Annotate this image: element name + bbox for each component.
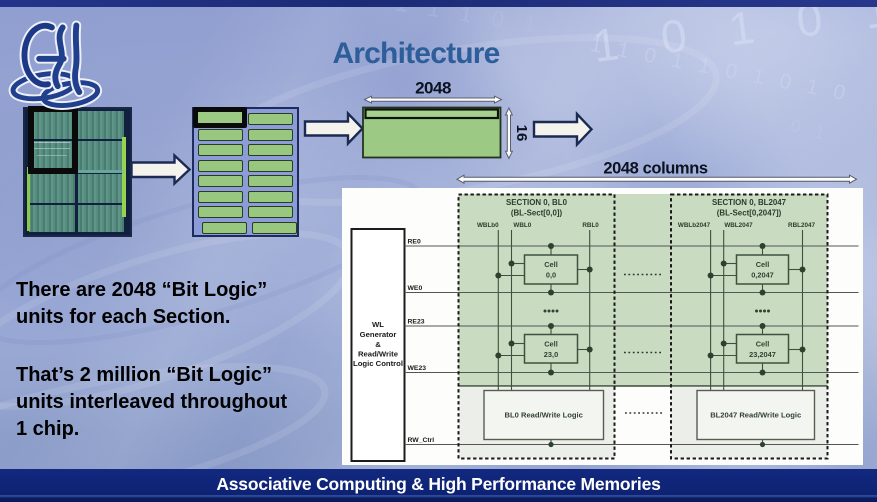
svg-text:(BL-Sect[0,2047]): (BL-Sect[0,2047])	[717, 209, 782, 218]
svg-text:SECTION 0, BL0: SECTION 0, BL0	[506, 198, 568, 207]
svg-text:WBL0: WBL0	[513, 222, 531, 229]
svg-text:Read/Write: Read/Write	[358, 350, 399, 359]
svg-text:0,0: 0,0	[546, 271, 556, 280]
svg-text:WBLb2047: WBLb2047	[678, 222, 711, 229]
svg-text:RBL0: RBL0	[582, 222, 599, 229]
svg-text:&: &	[375, 340, 381, 349]
svg-text:2048: 2048	[415, 79, 451, 98]
svg-text:Generator: Generator	[360, 330, 397, 339]
svg-text:WBLb0: WBLb0	[477, 222, 499, 229]
svg-text:Cell: Cell	[756, 260, 770, 269]
svg-text:Cell: Cell	[544, 340, 558, 349]
svg-text:RW_Ctrl: RW_Ctrl	[408, 437, 435, 444]
svg-text:WL: WL	[372, 320, 384, 329]
svg-text:(BL-Sect[0,0]): (BL-Sect[0,0])	[511, 209, 563, 218]
svg-text:SECTION 0, BL2047: SECTION 0, BL2047	[712, 198, 787, 207]
svg-text:WBL2047: WBL2047	[724, 222, 753, 229]
svg-text:RE23: RE23	[408, 319, 425, 326]
svg-text:Logic Control: Logic Control	[353, 359, 403, 368]
svg-text:RBL2047: RBL2047	[788, 222, 815, 229]
svg-text:RE0: RE0	[408, 239, 421, 246]
svg-text:16: 16	[513, 125, 530, 142]
svg-text:2048 columns: 2048 columns	[603, 160, 708, 178]
svg-text:Cell: Cell	[756, 340, 770, 349]
svg-text:23,0: 23,0	[544, 350, 558, 359]
svg-text:Cell: Cell	[544, 260, 558, 269]
svg-text:WE0: WE0	[408, 285, 423, 292]
svg-text:0,2047: 0,2047	[751, 271, 774, 280]
svg-text:BL2047 Read/Write Logic: BL2047 Read/Write Logic	[710, 411, 801, 420]
svg-text:23,2047: 23,2047	[749, 350, 776, 359]
svg-text:WE23: WE23	[408, 365, 427, 372]
svg-text:BL0 Read/Write Logic: BL0 Read/Write Logic	[505, 411, 583, 420]
